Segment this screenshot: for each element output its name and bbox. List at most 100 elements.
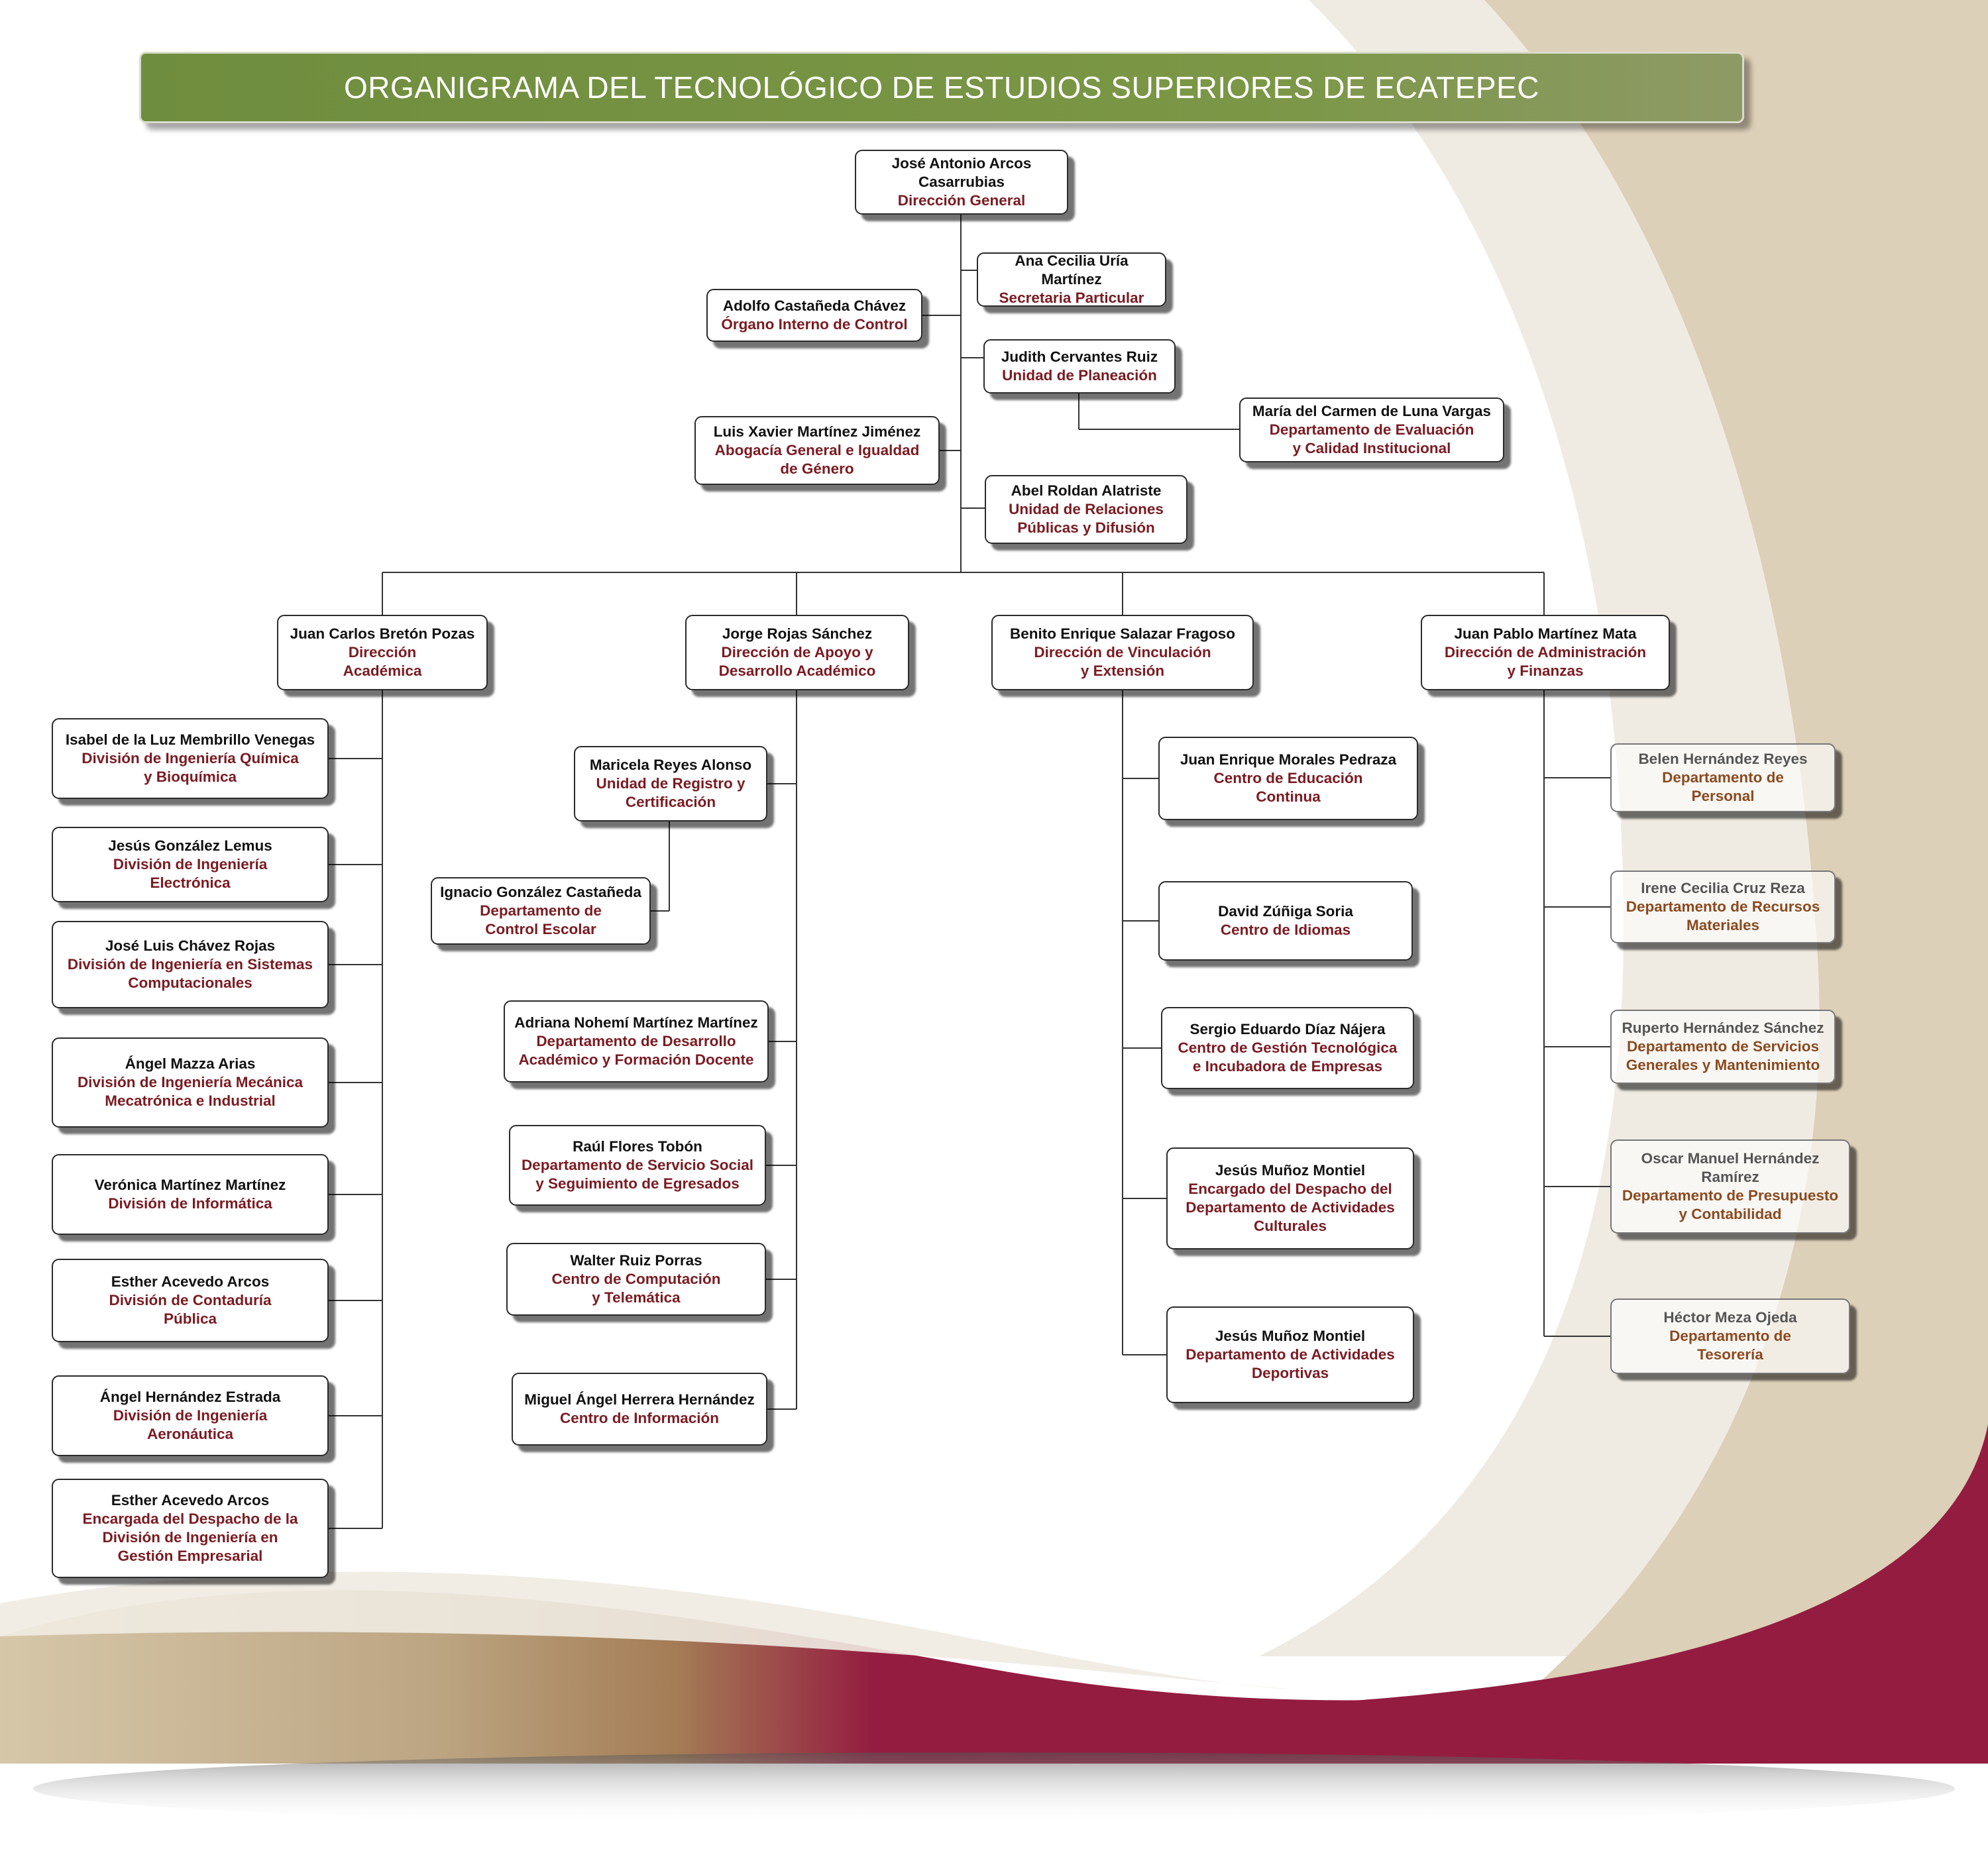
node-name: Walter Ruiz Porras <box>570 1252 702 1269</box>
node-role: Encargado del Despacho del Departamento … <box>1186 1181 1395 1234</box>
node-role: Departamento de Control Escolar <box>480 902 602 937</box>
node-role: División de Ingeniería en Sistemas Compu… <box>67 956 313 991</box>
node-name: Benito Enrique Salazar Fragoso <box>1009 625 1236 642</box>
node-name: Maricela Reyes Alonso <box>589 757 752 773</box>
node-name: Verónica Martínez Martínez <box>94 1177 286 1193</box>
wave-bottom-light <box>0 1571 1292 1689</box>
node-name: Esther Acevedo Arcos <box>111 1492 270 1509</box>
node-role: Departamento de Actividades Deportivas <box>1186 1346 1395 1381</box>
node-name: Judith Cervantes Ruiz <box>1001 348 1158 365</box>
node-name: Adriana Nohemí Martínez Martínez <box>514 1014 758 1031</box>
node-role: Unidad de Planeación <box>1002 367 1157 384</box>
node-name: Adolfo Castañeda Chávez <box>722 297 907 314</box>
node-name: Ana Cecilia Uría Martínez <box>1015 252 1129 288</box>
node-name: Isabel de la Luz Membrillo Venegas <box>65 731 315 748</box>
node-name: Ángel Hernández Estrada <box>99 1389 281 1405</box>
node-name: José Luis Chávez Rojas <box>105 937 276 954</box>
node-role: División de Ingeniería Aeronáutica <box>113 1407 268 1442</box>
page-title: ORGANIGRAMA DEL TECNOLÓGICO DE ESTUDIOS … <box>139 52 1744 123</box>
node-name: Jorge Rojas Sánchez <box>722 625 873 642</box>
node-role: Dirección General <box>897 192 1026 209</box>
node-role: Centro de Educación Continua <box>1213 770 1363 805</box>
node-role: Departamento de Personal <box>1662 769 1784 804</box>
node-role: Departamento de Presupuesto y Contabilid… <box>1622 1187 1839 1222</box>
node-role: Departamento de Servicios Generales y Ma… <box>1626 1038 1820 1073</box>
node-role: División de Informática <box>108 1195 272 1212</box>
node-name: Raúl Flores Tobón <box>573 1138 702 1155</box>
node-name: Juan Enrique Morales Pedraza <box>1180 751 1397 768</box>
node-role: Centro de Información <box>559 1410 720 1426</box>
node-name: Irene Cecilia Cruz Reza <box>1641 880 1805 896</box>
node-name: Oscar Manuel Hernández Ramírez <box>1641 1150 1820 1185</box>
node-name: Jesús Muñoz Montiel <box>1215 1162 1366 1179</box>
node-role: Centro de Computación y Telemática <box>551 1271 721 1306</box>
node-name: Jesús Muñoz Montiel <box>1215 1328 1366 1344</box>
node-name: Juan Carlos Bretón Pozas <box>290 625 475 642</box>
node-name: Abel Roldan Alatriste <box>1011 482 1162 499</box>
page-title-text: ORGANIGRAMA DEL TECNOLÓGICO DE ESTUDIOS … <box>343 70 1540 105</box>
node-role: División de Contaduría Pública <box>109 1292 272 1327</box>
node-role: Dirección de Vinculación y Extensión <box>1034 644 1211 679</box>
node-name: Sergio Eduardo Díaz Nájera <box>1189 1021 1386 1037</box>
node-role: Dirección de Administración y Finanzas <box>1444 644 1647 679</box>
node-name: Juan Pablo Martínez Mata <box>1454 625 1637 642</box>
node-name: David Zúñiga Soria <box>1218 903 1353 920</box>
node-role: Abogacía General e Igualdad de Género <box>714 442 920 477</box>
node-role: Departamento de Servicio Social y Seguim… <box>521 1157 754 1192</box>
node-name: Ruperto Hernández Sánchez <box>1622 1020 1824 1036</box>
node-role: Encargada del Despacho de la División de… <box>82 1510 298 1564</box>
node-role: Unidad de Relaciones Públicas y Difusión <box>1009 501 1164 536</box>
node-name: Ignacio González Castañeda <box>440 884 641 900</box>
wave-beige <box>1484 0 1988 1696</box>
node-name: Belen Hernández Reyes <box>1638 751 1808 767</box>
node-role: Unidad de Registro y Certificación <box>596 775 746 810</box>
floor-shadow <box>33 1752 1955 1825</box>
node-name: Héctor Meza Ojeda <box>1663 1309 1797 1326</box>
node-name: María del Carmen de Luna Vargas <box>1252 403 1492 419</box>
node-role: Departamento de Tesorería <box>1669 1328 1791 1363</box>
node-name: Miguel Ángel Herrera Hernández <box>524 1391 755 1408</box>
node-role: División de Ingeniería Electrónica <box>113 856 268 891</box>
node-name: José Antonio Arcos Casarrubias <box>891 155 1032 190</box>
node-role: Departamento de Desarrollo Académico y F… <box>518 1033 754 1068</box>
node-role: Dirección Académica <box>343 644 422 679</box>
node-role: Dirección de Apoyo y Desarrollo Académic… <box>718 644 876 679</box>
node-name: Jesús González Lemus <box>108 837 272 854</box>
node-role: Órgano Interno de Control <box>721 316 908 333</box>
node-role: Centro de Idiomas <box>1220 922 1351 938</box>
node-role: Departamento de Evaluación y Calidad Ins… <box>1269 421 1474 456</box>
